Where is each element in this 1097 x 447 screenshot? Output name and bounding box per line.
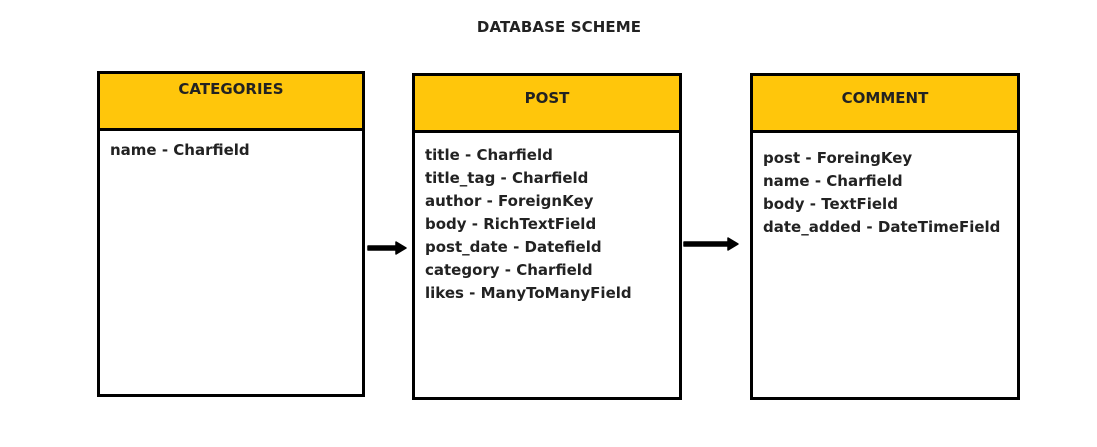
entity-header-categories: CATEGORIES	[100, 74, 362, 131]
field-comment-date-added: date_added - DateTimeField	[763, 218, 1001, 236]
field-post-body: body - RichTextField	[425, 215, 597, 233]
entity-comment: COMMENT post - ForeingKey name - Charfie…	[750, 73, 1020, 400]
field-comment-body: body - TextField	[763, 195, 898, 213]
entity-header-post: POST	[415, 76, 679, 133]
entity-post: POST title - Charfield title_tag - Charf…	[412, 73, 682, 400]
field-categories-name: name - Charfield	[110, 141, 250, 159]
entity-fields-comment: post - ForeingKey name - Charfield body …	[753, 133, 1017, 239]
field-post-author: author - ForeignKey	[425, 192, 594, 210]
entity-categories: CATEGORIES name - Charfield	[97, 71, 365, 397]
field-post-title-tag: title_tag - Charfield	[425, 169, 589, 187]
diagram-title: DATABASE SCHEME	[476, 18, 642, 36]
entity-fields-categories: name - Charfield	[100, 131, 362, 162]
field-comment-name: name - Charfield	[763, 172, 903, 190]
field-post-category: category - Charfield	[425, 261, 593, 279]
entity-header-comment: COMMENT	[753, 76, 1017, 133]
arrow-post-to-comment	[683, 237, 739, 251]
arrow-categories-to-post	[367, 241, 407, 255]
field-post-title: title - Charfield	[425, 146, 553, 164]
field-comment-post: post - ForeingKey	[763, 149, 913, 167]
entity-fields-post: title - Charfield title_tag - Charfield …	[415, 133, 679, 305]
field-post-likes: likes - ManyToManyField	[425, 284, 632, 302]
field-post-post-date: post_date - Datefield	[425, 238, 602, 256]
